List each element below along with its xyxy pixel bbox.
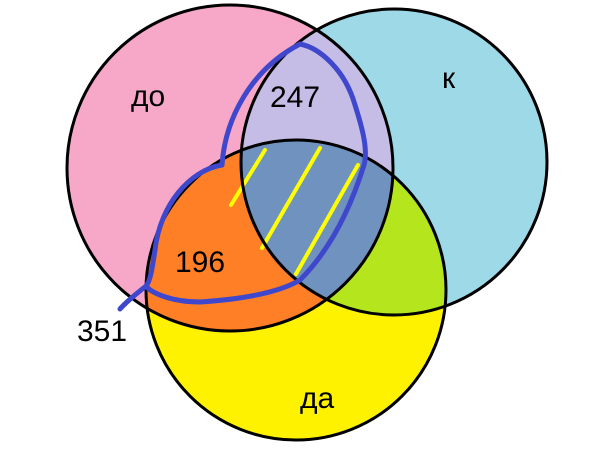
set-da-outline: [144, 138, 448, 442]
set-da-label: да: [300, 382, 335, 415]
value-do-k: 247: [270, 81, 320, 114]
set-do-label: до: [131, 80, 165, 113]
value-do-da: 196: [175, 246, 225, 279]
set-do-outline: [65, 3, 395, 333]
value-union-pointer: 351: [77, 315, 127, 348]
highlight-outline: [117, 41, 368, 312]
set-k-outline: [239, 7, 549, 317]
set-k-label: к: [442, 62, 456, 95]
hatch-lines: [229, 146, 360, 276]
